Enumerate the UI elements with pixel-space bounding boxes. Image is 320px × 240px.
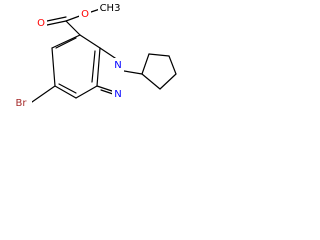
oxygen-ester-atom: O [79, 8, 91, 20]
nitrogen-2-atom: N [112, 58, 124, 72]
bromine-atom: Br [10, 96, 32, 110]
methyl-group-atom: CH3 [98, 2, 122, 14]
oxygen-carbonyl-label: O [37, 18, 45, 29]
methyl-group-label: CH3 [100, 3, 121, 14]
oxygen-ester-label: O [81, 9, 89, 20]
bromine-label: Br [16, 98, 28, 109]
oxygen-carbonyl-atom: O [35, 17, 47, 29]
molecule-diagram: O O CH3 Br N N [0, 0, 190, 132]
nitrogen-1-atom: N [112, 87, 124, 101]
nitrogen-2-label: N [114, 60, 121, 71]
nitrogen-1-label: N [114, 89, 121, 100]
bond-lines [31, 8, 177, 103]
molecule-structure: O O CH3 Br N N [10, 2, 177, 110]
